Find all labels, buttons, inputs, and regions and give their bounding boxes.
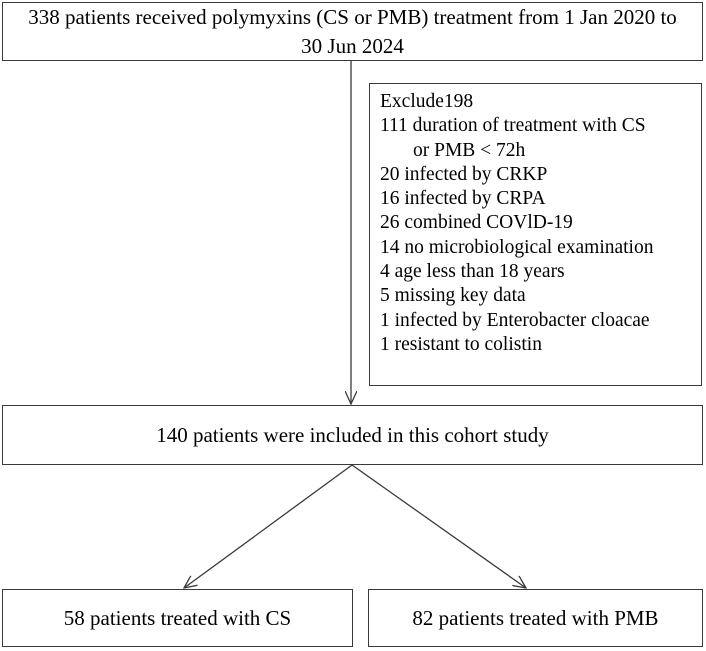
exclusion-item: 14 no microbiological examination bbox=[380, 236, 654, 258]
exclusion-item: 1 infected by Enterobacter cloacae bbox=[380, 309, 650, 331]
exclusion-item: 4 age less than 18 years bbox=[380, 261, 565, 283]
pmb-group-text: 82 patients treated with PMB bbox=[412, 605, 659, 630]
exclusion-box: Exclude198 111 duration of treatment wit… bbox=[369, 83, 702, 386]
exclusion-item: 16 infected by CRPA bbox=[380, 188, 546, 210]
cs-group-text: 58 patients treated with CS bbox=[63, 605, 292, 630]
included-text: 140 patients were included in this cohor… bbox=[156, 422, 549, 447]
pmb-group-box: 82 patients treated with PMB bbox=[368, 589, 703, 647]
included-box: 140 patients were included in this cohor… bbox=[2, 405, 703, 465]
exclusion-item: 5 missing key data bbox=[380, 285, 526, 307]
exclusion-item: or PMB < 72h bbox=[413, 139, 526, 161]
exclusion-item: 26 combined COVlD-19 bbox=[380, 212, 573, 234]
arrow-included-to-cs bbox=[184, 464, 353, 588]
exclusion-item: 111 duration of treatment with CS bbox=[380, 115, 646, 137]
exclusion-item: 20 infected by CRKP bbox=[380, 163, 548, 185]
cs-group-box: 58 patients treated with CS bbox=[2, 589, 353, 647]
enrollment-text-line1: 338 patients received polymyxins (CS or … bbox=[28, 4, 677, 29]
enrollment-box: 338 patients received polymyxins (CS or … bbox=[2, 2, 703, 61]
exclusion-title: Exclude198 bbox=[380, 91, 474, 112]
arrow-included-to-pmb bbox=[351, 464, 526, 588]
enrollment-text-line2: 30 Jun 2024 bbox=[301, 33, 404, 58]
exclusion-item: 1 resistant to colistin bbox=[380, 333, 542, 355]
